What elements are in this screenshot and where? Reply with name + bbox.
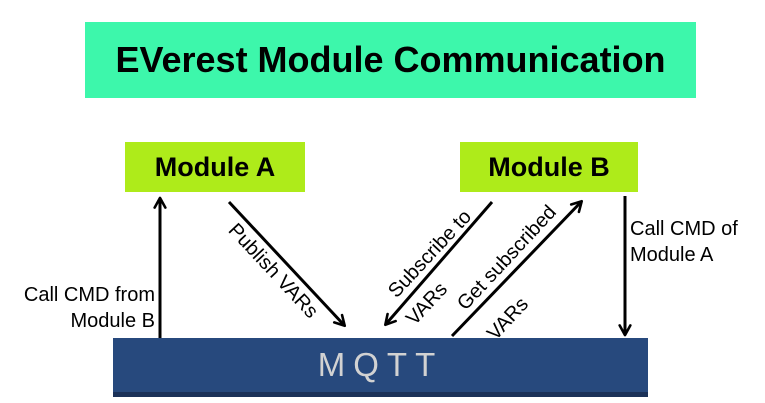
module-a-box: Module A bbox=[125, 142, 305, 192]
module-b-box: Module B bbox=[460, 142, 638, 192]
label-call-cmd-of-module-a: Call CMD of Module A bbox=[630, 216, 765, 268]
label-call-cmd-from-module-b: Call CMD from Module B bbox=[0, 282, 155, 334]
diagram-title: EVerest Module Communication bbox=[85, 22, 696, 98]
arrow-publish-vars bbox=[227, 200, 347, 328]
label-line: Call CMD from bbox=[23, 284, 155, 306]
label-publish-vars: Publish VARs bbox=[223, 219, 323, 323]
label-line: Module A bbox=[630, 244, 714, 266]
label-line: Module B bbox=[70, 310, 156, 332]
mqtt-broker-bar: MQTT bbox=[113, 338, 648, 397]
label-line: Call CMD of bbox=[630, 218, 738, 240]
